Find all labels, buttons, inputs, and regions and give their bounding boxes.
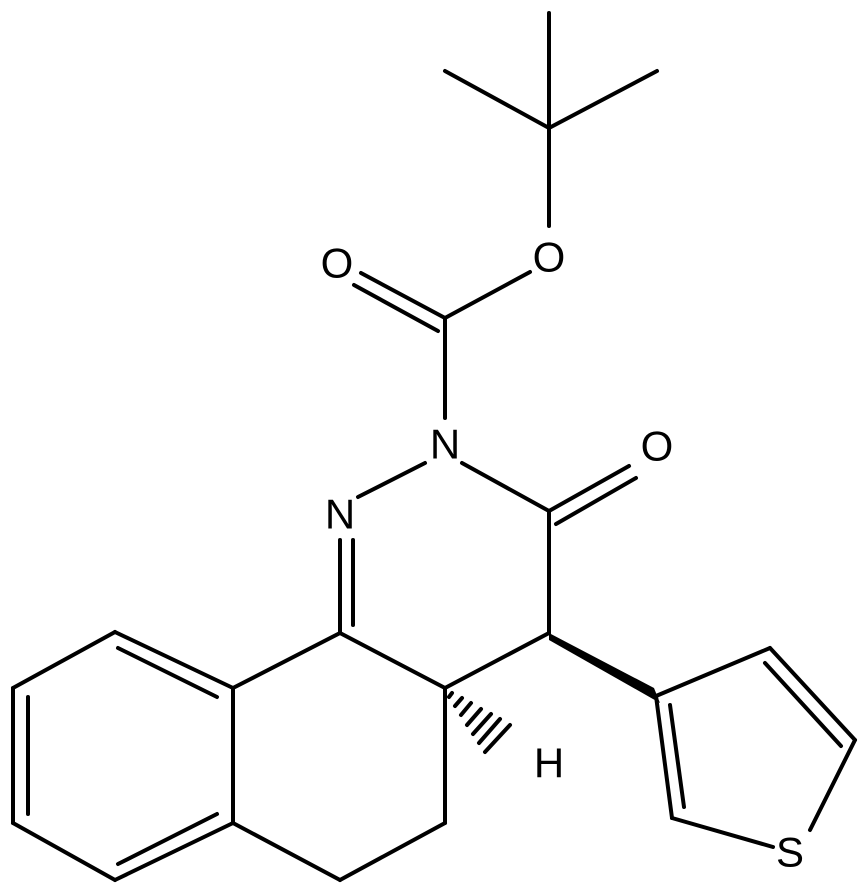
tert-butyl-group bbox=[443, 11, 659, 228]
bond bbox=[356, 461, 427, 499]
bond bbox=[231, 631, 342, 690]
boc-carbamate bbox=[352, 270, 532, 420]
thiophene-ring bbox=[654, 646, 857, 849]
bond bbox=[338, 631, 447, 690]
hash-line bbox=[465, 707, 483, 727]
thiophene-sulfur-label: S bbox=[776, 829, 804, 876]
bond bbox=[670, 816, 775, 849]
bond bbox=[460, 461, 551, 513]
bond bbox=[443, 631, 551, 690]
nitrogen-2-label: N bbox=[430, 421, 460, 468]
nitrogen-1-label: N bbox=[325, 491, 355, 538]
stereo-hydrogen-label: H bbox=[534, 740, 564, 787]
bond bbox=[668, 703, 686, 809]
bond bbox=[808, 738, 857, 832]
bond bbox=[654, 646, 772, 698]
bond bbox=[763, 661, 843, 748]
dihydropyridazinone-ring bbox=[338, 461, 638, 690]
lactam-oxygen-label: O bbox=[641, 423, 674, 470]
bond bbox=[547, 464, 631, 513]
ester-oxygen-label: O bbox=[533, 234, 566, 281]
bond bbox=[338, 821, 447, 882]
hash-line bbox=[447, 691, 454, 699]
hash-line bbox=[477, 717, 502, 745]
bond bbox=[554, 476, 638, 526]
bond bbox=[116, 646, 219, 699]
bond bbox=[11, 821, 117, 882]
hash-line bbox=[459, 701, 473, 717]
bond bbox=[113, 630, 235, 690]
tetrahydronaphthalene bbox=[11, 630, 447, 882]
bond bbox=[116, 812, 219, 866]
bond bbox=[11, 630, 117, 690]
bond bbox=[443, 270, 532, 320]
bond bbox=[443, 69, 551, 130]
bond bbox=[359, 271, 447, 320]
hash-line bbox=[453, 696, 464, 708]
hash-line bbox=[483, 723, 512, 754]
bond bbox=[352, 283, 440, 333]
carbonyl-oxygen-label: O bbox=[321, 240, 354, 287]
hashed-wedge-bond bbox=[447, 691, 512, 754]
hash-line bbox=[471, 712, 493, 736]
bond bbox=[547, 69, 659, 130]
atom-labels: O O N N O H S bbox=[321, 234, 804, 876]
bond bbox=[768, 646, 857, 742]
bond bbox=[654, 694, 674, 820]
bond bbox=[113, 821, 235, 882]
bond bbox=[231, 821, 342, 882]
solid-wedge-bond bbox=[549, 633, 660, 703]
